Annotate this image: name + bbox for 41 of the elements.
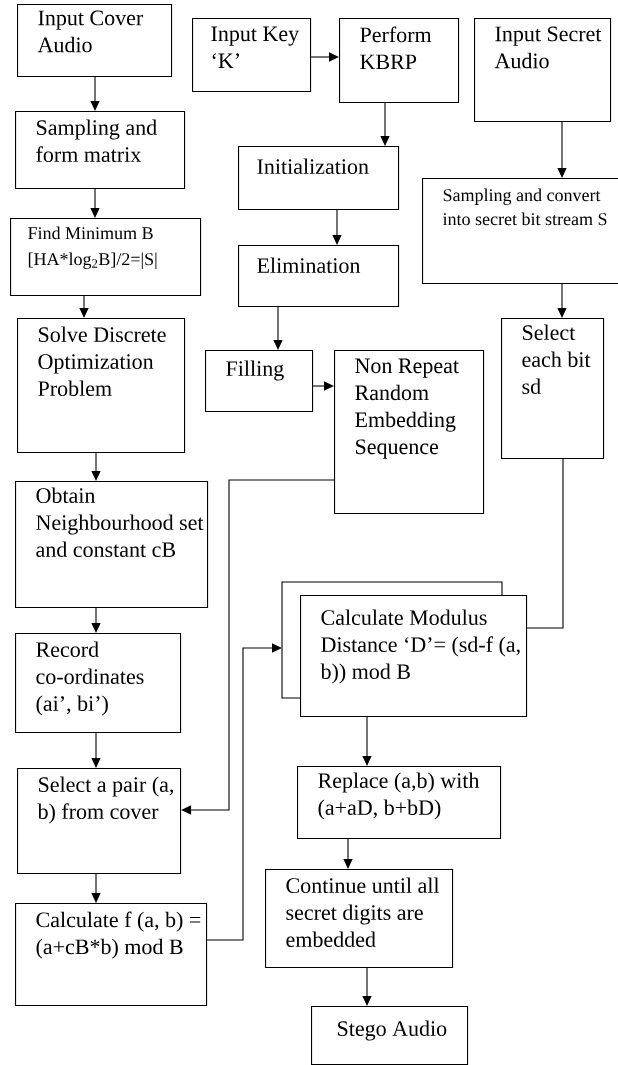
process-box: Select each bit sd [501, 318, 605, 460]
stacked-process-box: Calculate Modulus Distance ‘D’= (sd-f (a, b)) mod B [281, 581, 528, 718]
process-box: Obtain Neighbourhood set and constant cB [15, 481, 209, 609]
process-box: Elimination [238, 245, 400, 308]
arrow [90, 188, 100, 218]
connector-line [526, 458, 564, 629]
arrow [91, 452, 101, 481]
process-box: Input Key ‘K’ [192, 18, 312, 93]
arrow [181, 479, 335, 815]
process-box: Replace (a,b) with (a+aD, b+bD) [297, 766, 502, 840]
arrow [206, 643, 282, 941]
process-box: Perform KBRP [339, 18, 460, 104]
arrow [79, 295, 89, 318]
process-box: Solve Discrete Optimization Problem [17, 318, 186, 454]
arrow [90, 76, 100, 111]
process-box: Find Minimum B [HA*log$_{2}$B]/2=|S| [10, 218, 202, 297]
arrow [380, 102, 390, 146]
arrow [310, 52, 339, 62]
arrow [343, 838, 353, 869]
process-box: Calculate f (a, b) = (a+cB*b) mod B [15, 903, 208, 1007]
arrow [332, 209, 342, 245]
process-box: Sampling and form matrix [15, 111, 186, 190]
arrow [91, 873, 101, 903]
process-box: Continue until all secret digits are embedded [265, 869, 454, 969]
process-box: Filling [205, 350, 314, 413]
arrow [557, 121, 567, 178]
process-box: Non Repeat Random Embedding Sequence [334, 350, 485, 515]
arrow [91, 607, 101, 633]
process-box: Stego Audio [311, 1006, 469, 1065]
arrow [557, 283, 567, 318]
arrow [312, 381, 334, 391]
arrow [273, 306, 283, 350]
process-box: Input Cover Audio [17, 4, 173, 78]
arrow [362, 967, 372, 1006]
arrow [91, 732, 101, 768]
process-box: Select a pair (a, b) from cover [17, 768, 182, 875]
process-box: Record co-ordinates (ai’, bi’) [15, 633, 182, 734]
process-box: Input Secret Audio [474, 18, 612, 123]
process-box: Sampling and convert into secret bit stream S [422, 178, 618, 285]
process-box: Initialization [238, 146, 400, 211]
arrow [362, 716, 372, 766]
